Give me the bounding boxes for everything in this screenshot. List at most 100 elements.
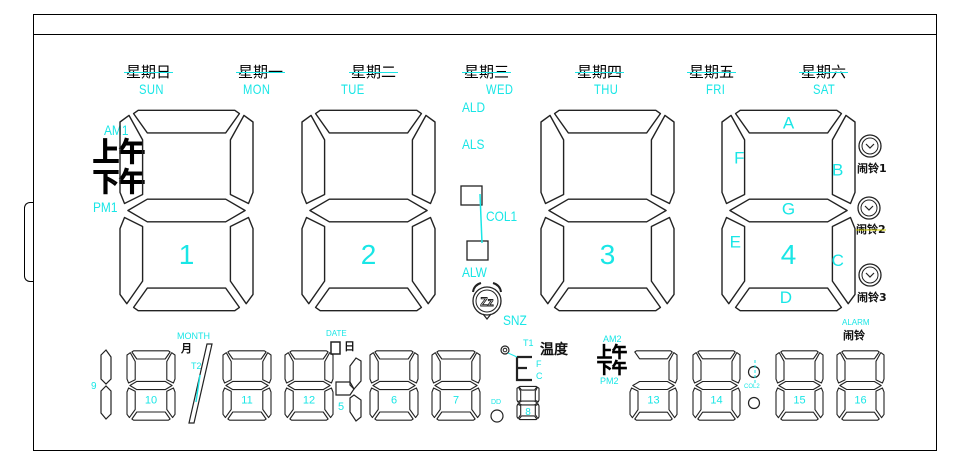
small-digit-5: 5 [338,357,362,422]
segment-a [314,109,423,134]
pm1-label: PM1 [93,199,118,215]
dd-label: DD [491,399,502,406]
digit-number-label: 3 [600,239,616,270]
segment-b [731,352,741,384]
segment-c [411,216,436,305]
segment-d [227,411,267,421]
t2-label: T2 [191,361,202,371]
pm2-label: PM2 [600,376,619,386]
segment-e [540,216,565,305]
als-indicator: ALS [462,136,485,152]
segment-f [126,352,136,384]
segment-letter-d: D [780,288,792,307]
segment-a [227,350,267,360]
segment-e [301,216,326,305]
alarm3-label: 闹铃3 [857,291,887,304]
digit-number-label: 5 [338,401,344,413]
col1-indicator: COL1 [486,208,518,224]
segment-a [734,109,843,134]
segment-letter-e: E [730,232,741,251]
alarm2-icon [856,196,886,231]
segment-d [634,411,673,421]
small-digit-9: 9 [91,349,112,420]
segment-c [349,394,362,422]
segment-g [778,380,821,391]
small-digit-12: 12 [284,350,334,421]
small-digit-10: 10 [126,350,176,421]
segment-b [324,352,334,384]
fahrenheit-label: F [536,359,542,369]
alarm1-label: 闹铃1 [857,162,887,175]
alarm-label-en: ALARM [842,318,870,327]
segment-g [839,380,882,391]
digit-number-label: 8 [525,407,531,418]
segment-d [734,287,843,312]
segment-d [132,287,241,312]
segment-e [516,403,522,420]
segment-e [369,387,379,419]
segment-d [436,411,476,421]
dash-segment-5-horizontal [335,381,355,396]
digit-number-label: 14 [710,394,722,406]
segment-a [436,350,476,360]
segment-d [780,411,819,421]
segment-f [284,352,294,384]
segment-f [369,352,379,384]
segment-b [814,352,824,384]
digit-number-label: 4 [781,239,797,270]
am1-cn: 上午 [92,138,146,168]
segment-b [229,114,254,205]
celsius-label: C [536,371,543,381]
segment-b [262,352,272,384]
segment-f [692,352,702,384]
segment-e [284,387,294,419]
month-label: MONTH [177,331,210,341]
big-digit-2: 2 [301,109,436,312]
segment-f [516,386,522,403]
segment-g [632,380,675,391]
segment-letter-a: A [783,114,795,133]
segment-e [836,387,846,419]
segment-f [836,352,846,384]
segment-g [225,380,269,391]
weekday-en-sun: SUN [139,81,164,97]
segment-c [166,387,176,419]
segment-letter-b: B [832,161,843,180]
weekday-en-sat: SAT [813,81,836,97]
digit-number-label: 9 [91,381,97,392]
segment-d [841,411,880,421]
segment-letter-c: C [832,251,844,270]
segment-e [629,387,639,419]
date-mini-digit [330,341,341,355]
snz-indicator: SNZ [503,312,527,328]
segment-a [553,109,662,134]
segment-letter-g: G [782,200,795,219]
segment-b [166,352,176,384]
weekday-cn-wed: 星期三 [462,63,512,81]
digit-number-label: 1 [179,239,195,270]
pm2-cn: 下午 [597,359,628,377]
t1-label: T1 [523,338,534,348]
segment-d [697,411,736,421]
segment-a [780,350,819,360]
col2-upper-dot [747,365,761,379]
segment-g [548,198,667,223]
segment-e [431,387,441,419]
am2-cn: 上午 [597,343,628,361]
segment-g [695,380,738,391]
digit-number-label: 15 [793,394,805,406]
segment-d [374,411,414,421]
weekday-en-tue: TUE [341,81,365,97]
segment-c [262,387,272,419]
alarm-label-cn: 闹铃 [843,329,865,342]
segment-c [875,387,885,419]
decimal-point [490,409,504,423]
segment-b [831,114,856,205]
segment-c [229,216,254,305]
digit-number-label: 13 [647,394,659,406]
col1-upper-square [460,185,483,206]
